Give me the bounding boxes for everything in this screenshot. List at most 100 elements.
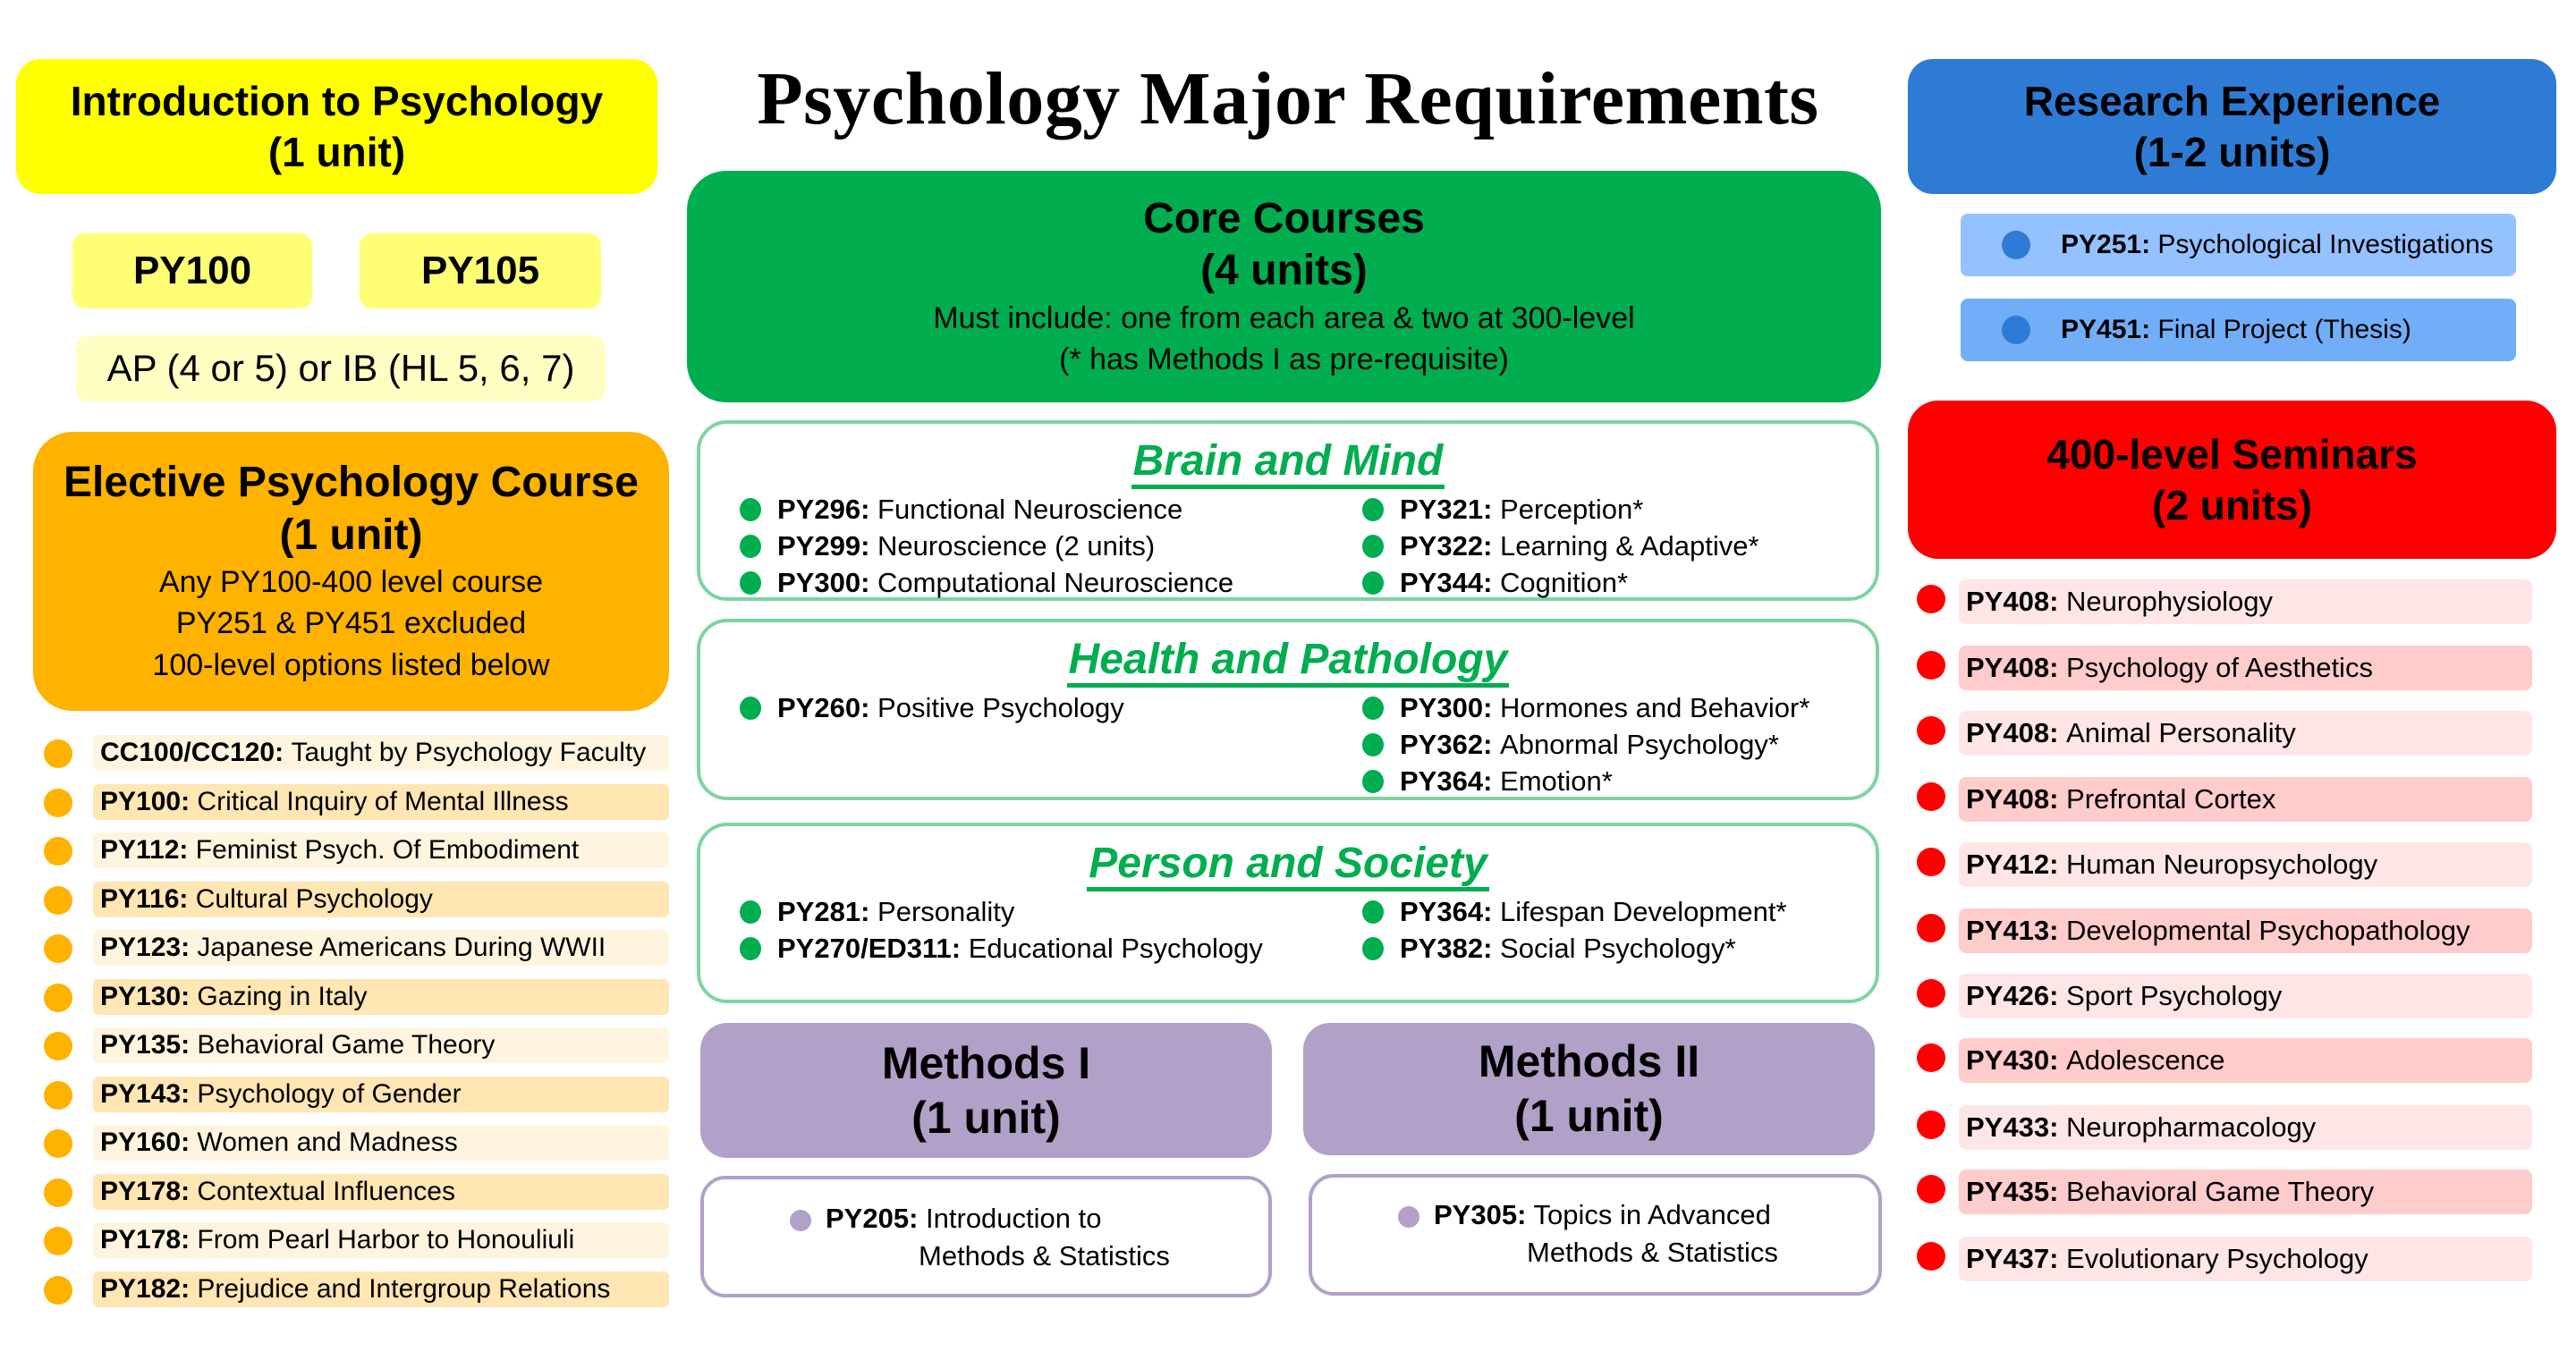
elective-course-item: PY116: Cultural Psychology bbox=[0, 881, 680, 919]
methods-2-course: PY305: Topics in Advanced bbox=[1398, 1199, 1771, 1231]
seminars-units: (2 units) bbox=[2152, 481, 2312, 528]
seminar-course-item: PY435: Behavioral Game Theory bbox=[1910, 1169, 2536, 1216]
elective-course-item: CC100/CC120: Taught by Psychology Facult… bbox=[0, 735, 680, 773]
bullet-icon bbox=[44, 885, 72, 915]
methods-1-course-line2: Methods & Statistics bbox=[919, 1240, 1170, 1271]
intro-alternative: AP (4 or 5) or IB (HL 5, 6, 7) bbox=[76, 335, 606, 401]
core-course-item: PY260: Positive Psychology bbox=[740, 690, 1124, 726]
elective-course-item: PY178: From Pearl Harbor to Honouliuli bbox=[0, 1222, 680, 1260]
methods-2-title: Methods II bbox=[1478, 1036, 1700, 1086]
bullet-icon bbox=[2002, 316, 2030, 344]
bullet-icon bbox=[1917, 1241, 1945, 1271]
bullet-icon bbox=[1917, 716, 1945, 746]
methods-1-course: PY205: Introduction to bbox=[790, 1203, 1102, 1235]
bullet-icon bbox=[1917, 781, 1945, 811]
seminar-course-item: PY412: Human Neuropsychology bbox=[1910, 842, 2536, 889]
methods-1-units: (1 unit) bbox=[911, 1092, 1061, 1143]
methods-2-units: (1 unit) bbox=[1514, 1091, 1664, 1141]
core-course-item: PY270/ED311: Educational Psychology bbox=[740, 931, 1263, 967]
intro-option-py100: PY100 bbox=[72, 233, 312, 308]
elective-note: PY251 & PY451 excluded bbox=[175, 606, 527, 641]
bullet-icon bbox=[1917, 848, 1945, 877]
core-course-item: PY281: Personality bbox=[740, 894, 1014, 930]
core-course-item: PY300: Hormones and Behavior* bbox=[1362, 690, 1809, 726]
core-course-item: PY300: Computational Neuroscience bbox=[740, 565, 1233, 601]
core-course-item: PY296: Functional Neuroscience bbox=[740, 492, 1182, 528]
seminar-course-item: PY408: Prefrontal Cortex bbox=[1910, 776, 2536, 824]
seminar-course-item: PY430: Adolescence bbox=[1910, 1037, 2536, 1085]
research-title: Research Experience bbox=[2023, 78, 2441, 125]
core-course-item: PY382: Social Psychology* bbox=[1362, 931, 1736, 967]
area-brain-and-mind: Brain and Mind PY296: Functional Neurosc… bbox=[697, 420, 1879, 601]
seminar-course-item: PY413: Developmental Psychopathology bbox=[1910, 908, 2536, 955]
seminar-course-item: PY433: Neuropharmacology bbox=[1910, 1105, 2536, 1152]
bullet-icon bbox=[1398, 1205, 1419, 1228]
bullet-icon bbox=[740, 535, 761, 558]
bullet-icon bbox=[1917, 913, 1945, 942]
area-title: Brain and Mind bbox=[1131, 437, 1445, 489]
area-health-and-pathology: Health and Pathology PY260: Positive Psy… bbox=[697, 619, 1879, 800]
research-units: (1-2 units) bbox=[2133, 128, 2331, 175]
bullet-icon bbox=[44, 1275, 72, 1305]
intro-psychology-header: Introduction to Psychology (1 unit) bbox=[16, 59, 657, 194]
bullet-icon bbox=[1917, 650, 1945, 680]
bullet-icon bbox=[1362, 498, 1384, 521]
elective-course-item: PY130: Gazing in Italy bbox=[0, 978, 680, 1017]
intro-option-py105: PY105 bbox=[360, 233, 601, 308]
bullet-icon bbox=[740, 498, 761, 521]
core-course-item: PY344: Cognition* bbox=[1362, 565, 1628, 601]
methods-2-course-box: PY305: Topics in Advanced Methods & Stat… bbox=[1309, 1174, 1882, 1296]
bullet-icon bbox=[44, 1080, 72, 1110]
bullet-icon bbox=[44, 739, 72, 768]
bullet-icon bbox=[44, 1129, 72, 1158]
core-course-item: PY364: Lifespan Development* bbox=[1362, 894, 1787, 930]
core-course-item: PY322: Learning & Adaptive* bbox=[1362, 528, 1759, 564]
bullet-icon bbox=[790, 1209, 811, 1231]
elective-note: Any PY100-400 level course bbox=[158, 565, 544, 600]
bullet-icon bbox=[1917, 1043, 1945, 1072]
core-note: (* has Methods I as pre-requisite) bbox=[1059, 342, 1509, 377]
elective-course-item: PY178: Contextual Influences bbox=[0, 1173, 680, 1212]
bullet-icon bbox=[1362, 697, 1384, 720]
seminar-course-item: PY408: Neurophysiology bbox=[1910, 579, 2536, 626]
bullet-icon bbox=[1362, 770, 1384, 793]
intro-title: Introduction to Psychology bbox=[70, 78, 604, 125]
bullet-icon bbox=[44, 788, 72, 817]
methods-1-header: Methods I (1 unit) bbox=[700, 1023, 1272, 1158]
bullet-icon bbox=[1917, 1174, 1945, 1204]
bullet-icon bbox=[1917, 585, 1945, 614]
bullet-icon bbox=[44, 1178, 72, 1207]
elective-course-item: PY100: Critical Inquiry of Mental Illnes… bbox=[0, 783, 680, 822]
bullet-icon bbox=[1362, 571, 1384, 595]
page-title: Psychology Major Requirements bbox=[757, 57, 1819, 140]
elective-note: 100-level options listed below bbox=[152, 647, 550, 682]
bullet-icon bbox=[1362, 937, 1384, 960]
research-experience-header: Research Experience (1-2 units) bbox=[1908, 59, 2556, 194]
seminars-title: 400-level Seminars bbox=[2046, 431, 2418, 478]
bullet-icon bbox=[44, 1227, 72, 1255]
seminar-course-item: PY437: Evolutionary Psychology bbox=[1910, 1236, 2536, 1283]
methods-2-header: Methods II (1 unit) bbox=[1303, 1023, 1875, 1155]
area-title: Health and Pathology bbox=[1066, 636, 1510, 688]
seminar-course-item: PY408: Psychology of Aesthetics bbox=[1910, 645, 2536, 692]
bullet-icon bbox=[740, 900, 761, 924]
bullet-icon bbox=[740, 937, 761, 960]
seminar-course-item: PY408: Animal Personality bbox=[1910, 711, 2536, 757]
elective-title: Elective Psychology Course bbox=[64, 459, 639, 507]
elective-course-item: PY182: Prejudice and Intergroup Relation… bbox=[0, 1271, 680, 1309]
core-course-item: PY364: Emotion* bbox=[1362, 764, 1613, 799]
elective-course-item: PY160: Women and Madness bbox=[0, 1125, 680, 1162]
seminar-course-item: PY426: Sport Psychology bbox=[1910, 974, 2536, 1020]
core-course-item: PY321: Perception* bbox=[1362, 492, 1643, 528]
bullet-icon bbox=[1362, 733, 1384, 756]
bullet-icon bbox=[44, 983, 72, 1012]
bullet-icon bbox=[740, 697, 761, 720]
elective-header: Elective Psychology Course (1 unit) Any … bbox=[33, 432, 669, 711]
methods-1-title: Methods I bbox=[881, 1037, 1091, 1088]
bullet-icon bbox=[44, 837, 72, 866]
research-course: PY451: Final Project (Thesis) bbox=[1961, 299, 2516, 361]
core-note: Must include: one from each area & two a… bbox=[933, 300, 1635, 335]
core-course-item: PY299: Neuroscience (2 units) bbox=[740, 528, 1155, 564]
seminars-header: 400-level Seminars (2 units) bbox=[1908, 401, 2556, 559]
